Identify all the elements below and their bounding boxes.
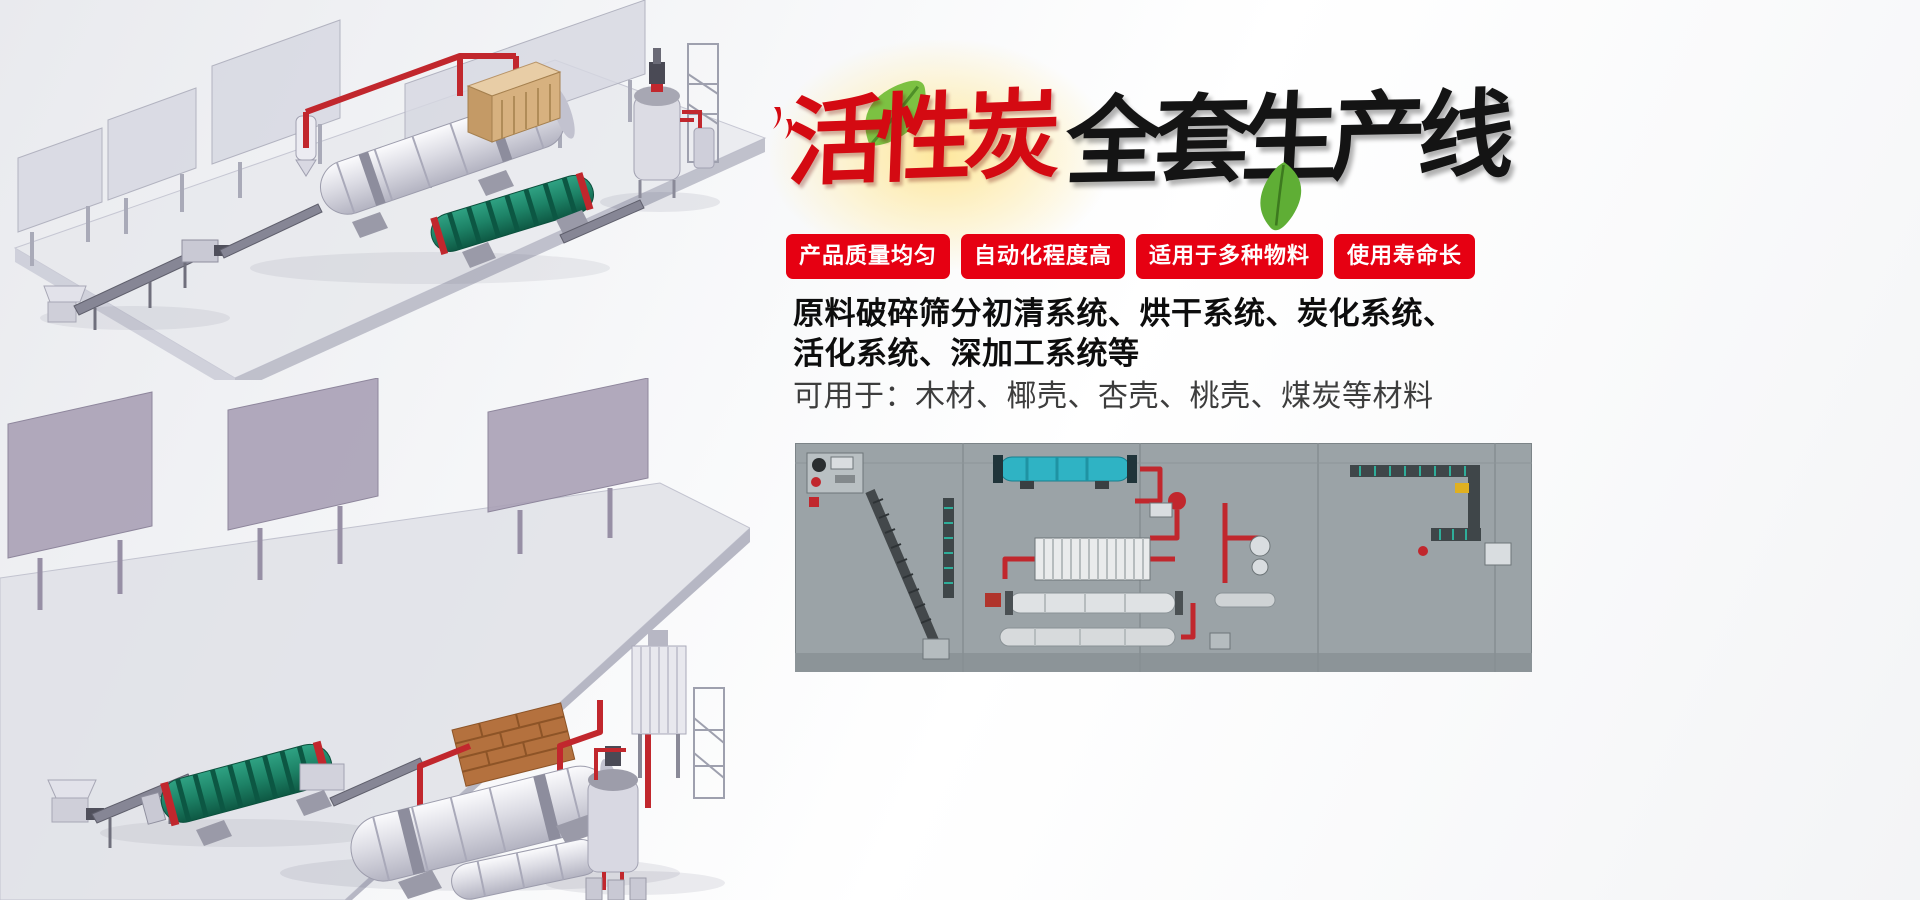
inclined-conveyor-plan — [865, 489, 1001, 660]
inclined-conveyor-2 — [219, 203, 323, 259]
drum-supports — [352, 170, 514, 238]
transfer-conveyor — [299, 757, 425, 807]
frame-tower — [693, 687, 725, 799]
activation-furnace — [587, 746, 639, 890]
brick-wall — [451, 702, 576, 787]
title-glow — [770, 40, 1110, 270]
dust-collector — [631, 630, 687, 778]
discharge-conveyor — [559, 199, 645, 244]
leaf-icon — [1260, 162, 1302, 231]
feature-badge: 自动化程度高 — [961, 234, 1126, 279]
schematic-red-piping — [1002, 466, 1260, 640]
production-line-schematic — [795, 443, 1532, 672]
description-line-2: 活化系统、深加工系统等 — [793, 336, 1140, 372]
feature-badges: 产品质量均匀 自动化程度高 适用于多种物料 使用寿命长 — [786, 234, 1476, 279]
feeder-cluster — [806, 452, 864, 507]
feature-badge: 使用寿命长 — [1334, 234, 1476, 279]
storage-tanks — [585, 877, 647, 900]
carbonizer-drums-plan — [999, 535, 1276, 650]
wall-support-columns — [37, 488, 613, 610]
page-title: 活性炭全套生产线 — [786, 78, 1509, 199]
green-drum-supports — [196, 790, 332, 846]
title-red-text: 活性炭 — [785, 78, 1055, 200]
production-line-render-bottom — [0, 378, 750, 900]
description-line-1: 原料破碎筛分初清系统、烘干系统、炭化系统、 — [793, 296, 1455, 332]
description-text: 原料破碎筛分初清系统、烘干系统、炭化系统、 活化系统、深加工系统等 — [793, 294, 1455, 374]
heat-exchanger — [466, 61, 562, 143]
dryer-drum-plan — [993, 455, 1137, 489]
feed-hopper — [47, 779, 104, 823]
burner-plan — [1149, 502, 1173, 518]
feature-badge: 适用于多种物料 — [1136, 234, 1324, 279]
applications-text: 可用于：木材、椰壳、杏壳、桃壳、煤炭等材料 — [793, 379, 1434, 414]
cooling-drum-green — [430, 172, 594, 256]
brush-splash-icon — [773, 107, 793, 139]
platform-floor — [13, 59, 767, 380]
feed-hopper — [43, 285, 87, 323]
packing-conveyors-plan — [1350, 465, 1512, 566]
inclined-conveyor-1 — [73, 251, 196, 330]
heat-exchanger-plan — [1034, 537, 1151, 581]
purple-wall-panels — [7, 378, 649, 559]
production-line-render-top — [13, 0, 767, 380]
carbonization-furnace — [633, 43, 719, 198]
green-drum-supports — [462, 210, 590, 268]
feature-badge: 产品质量均匀 — [786, 234, 951, 279]
leaf-icon — [865, 80, 926, 146]
screening-drum-green — [140, 740, 333, 827]
